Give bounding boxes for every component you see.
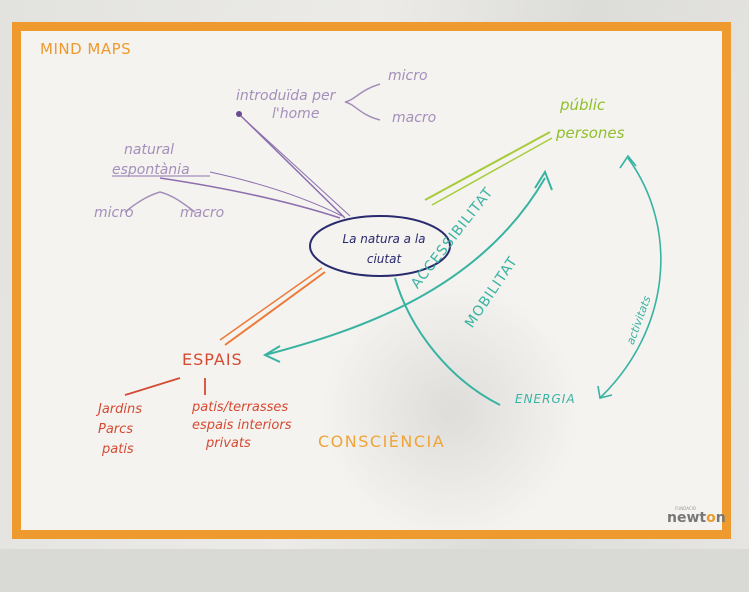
line-natural-2: [209, 171, 343, 217]
node-parcs: Parcs: [98, 422, 134, 437]
node-energia: ENERGIA: [515, 392, 576, 406]
brand-text: newton: [667, 510, 726, 526]
node-jardins: Jardins: [98, 402, 143, 417]
center-line-2: ciutat: [366, 252, 402, 266]
line-espais: [224, 271, 326, 346]
node-espais: ESPAIS: [182, 350, 243, 369]
line-espais-left: [124, 377, 181, 396]
node-consciencia: CONSCIÈNCIA: [318, 432, 446, 451]
node-public-line2: persones: [556, 124, 625, 142]
curve-activitats: [599, 157, 662, 399]
brand-small-text: FUNDACIÓ: [675, 506, 697, 511]
connector-lines: [112, 83, 662, 406]
node-espais-interiors: espais interiors: [192, 418, 292, 433]
node-micro-left: micro: [94, 205, 134, 221]
node-privats: privats: [206, 436, 251, 451]
node-patis-terrasses: patis/terrasses: [192, 400, 289, 415]
line-introduida-2: [242, 117, 351, 217]
curve-accessibilitat: [264, 177, 546, 356]
center-node: La natura a la ciutat: [324, 229, 444, 269]
arrow-accessibilitat-end: [534, 169, 553, 191]
node-introduida-line1: introduïda per: [236, 88, 336, 104]
arrow-activitats-top: [619, 154, 637, 169]
node-macro-left: macro: [180, 205, 225, 221]
brand-o: o: [706, 510, 716, 526]
node-introduida-line2: l'home: [272, 106, 320, 122]
arrow-activitats-bottom: [597, 385, 613, 399]
curve-energia: [394, 277, 501, 406]
node-espontania: espontània: [112, 162, 190, 178]
node-macro-right: macro: [392, 110, 437, 126]
line-public-2: [431, 137, 553, 206]
center-ellipse: [309, 215, 451, 277]
mind-map-sheet: [12, 22, 731, 592]
dot-introduida: [236, 111, 242, 117]
brace-micro-macro-right: [344, 83, 381, 121]
brand-logo: newton: [667, 510, 726, 526]
node-public-line1: públic: [560, 96, 606, 114]
arrow-espais-end: [262, 345, 281, 363]
node-pati: patis: [102, 442, 134, 457]
brace-micro-macro-left: [124, 191, 196, 213]
node-natural: natural: [124, 142, 175, 158]
sheet-title: MIND MAPS: [40, 40, 132, 58]
node-micro-right: micro: [388, 68, 428, 84]
line-public: [424, 131, 551, 201]
line-espais-2: [219, 267, 323, 341]
line-introduida: [239, 114, 346, 219]
center-line-1: La natura a la: [342, 232, 426, 246]
line-natural: [159, 177, 341, 219]
